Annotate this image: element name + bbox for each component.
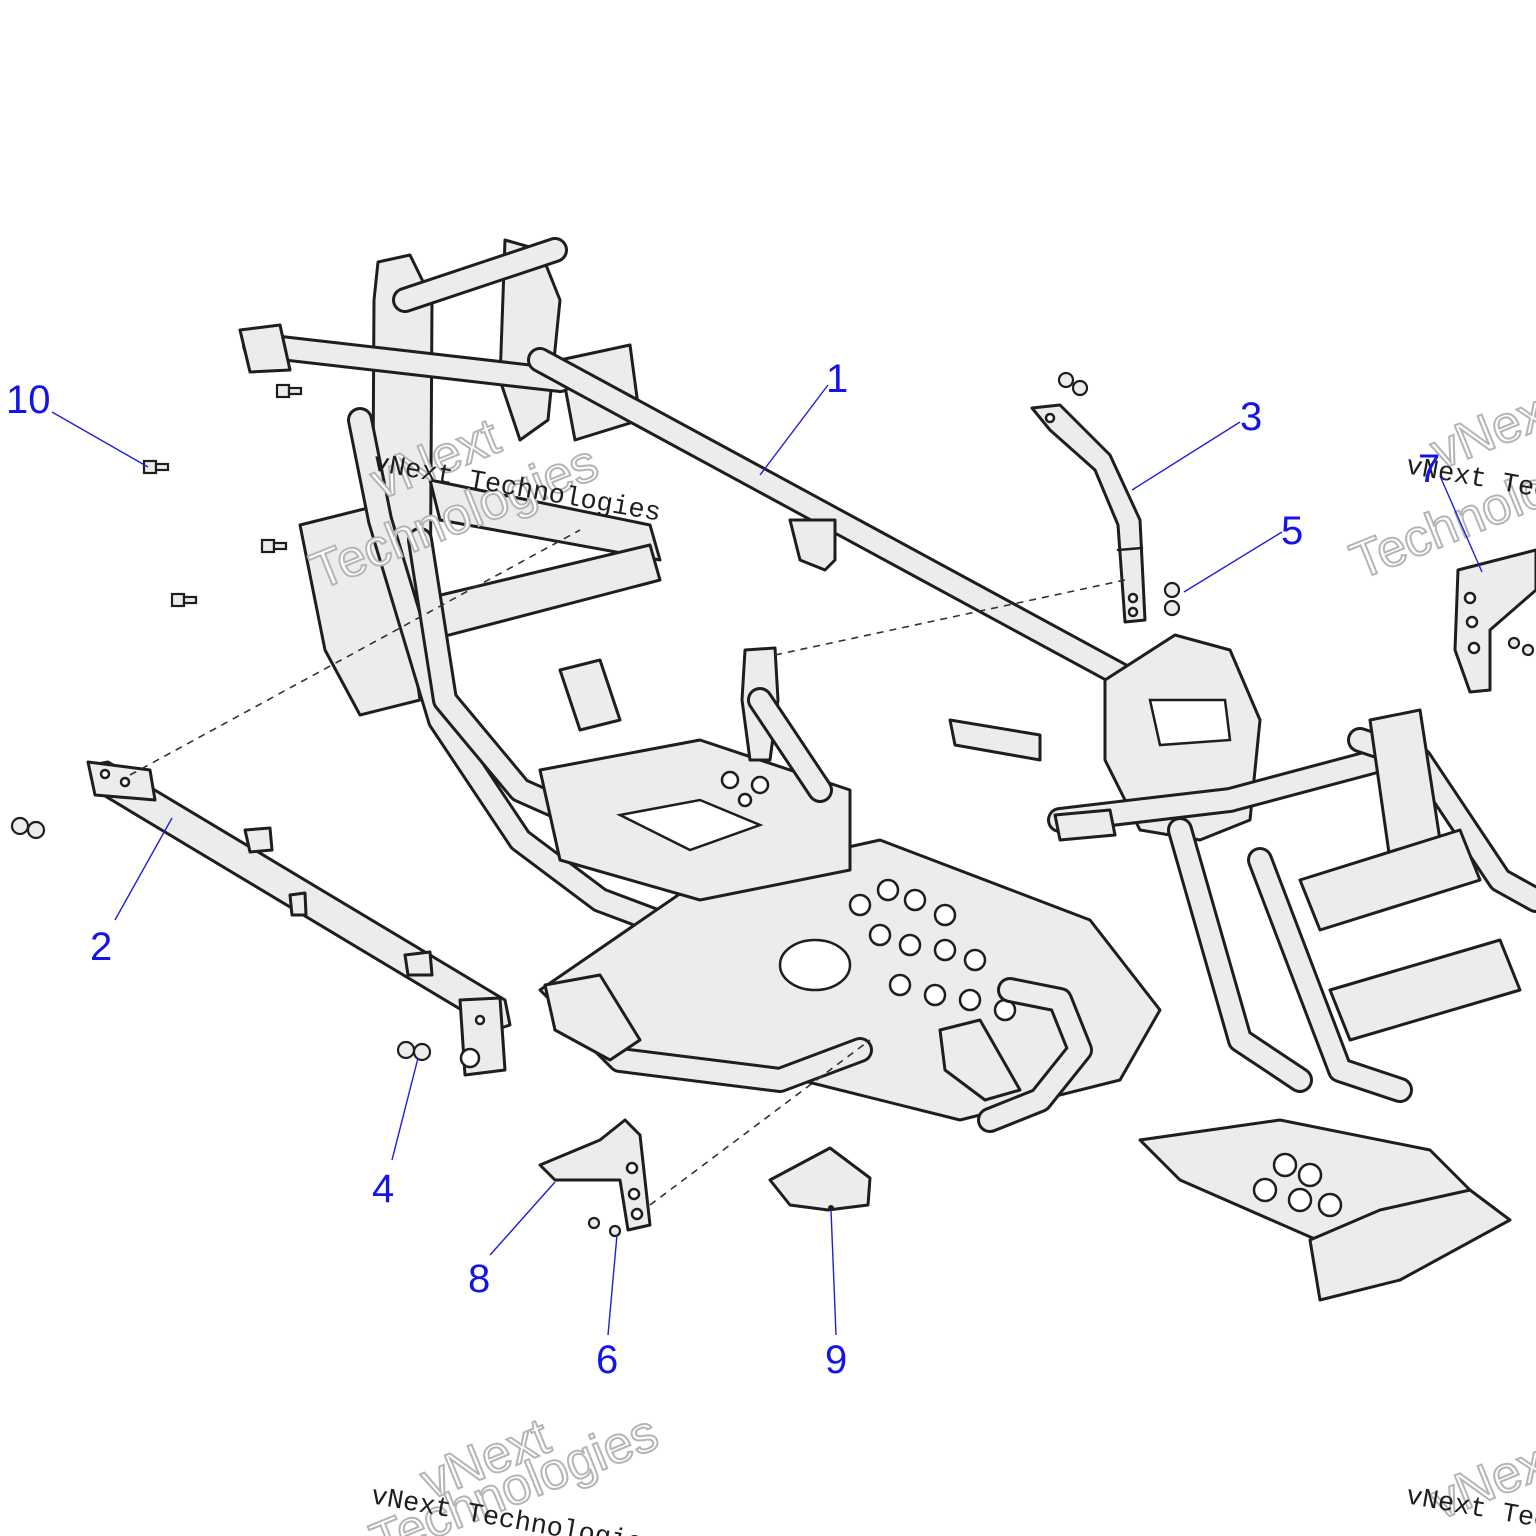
callout-9: 9 xyxy=(825,1338,847,1382)
cover-plate xyxy=(768,1146,872,1212)
right-gusset-bracket xyxy=(1453,548,1536,694)
alignment-lines xyxy=(129,529,1126,1206)
callout-8: 8 xyxy=(468,1257,490,1301)
bolt-10a xyxy=(142,459,170,475)
front-crossbar xyxy=(86,760,512,1077)
bolt-pair-6 xyxy=(587,1216,622,1238)
main-frame xyxy=(238,237,1536,1302)
leader-7 xyxy=(1439,475,1483,573)
leader-3 xyxy=(1131,421,1241,491)
bolt-pair-3 xyxy=(1057,371,1089,397)
bolt-pair-4 xyxy=(396,1040,432,1062)
callout-2: 2 xyxy=(90,925,112,969)
bolt-10c xyxy=(260,538,288,554)
callout-3: 3 xyxy=(1240,395,1262,439)
bolt-10b xyxy=(275,383,303,399)
callout-1: 1 xyxy=(826,357,848,401)
bolt-pair-7 xyxy=(1507,636,1535,657)
leader-5 xyxy=(1183,531,1283,593)
leader-10 xyxy=(51,411,149,468)
callout-6: 6 xyxy=(596,1338,618,1382)
leader-8 xyxy=(489,1181,556,1256)
bolt-pair-left xyxy=(10,816,46,840)
callout-7: 7 xyxy=(1418,447,1440,491)
callout-10: 10 xyxy=(6,378,51,422)
leader-4 xyxy=(391,1057,419,1161)
leader-lines xyxy=(51,384,1483,1336)
callout-5: 5 xyxy=(1281,509,1303,553)
leader-2 xyxy=(114,817,173,921)
lower-bracket xyxy=(538,1118,652,1232)
bolt-pair-5 xyxy=(1163,581,1181,617)
steering-support-tube xyxy=(1030,403,1147,624)
leader-6 xyxy=(607,1234,618,1336)
leader-1 xyxy=(759,384,829,476)
callout-labels: 1 2 3 4 5 6 7 8 9 10 xyxy=(6,357,1440,1382)
fasteners xyxy=(10,371,1535,1238)
leader-9 xyxy=(830,1209,837,1336)
bolt-10d xyxy=(170,592,198,608)
callout-4: 4 xyxy=(372,1167,394,1211)
